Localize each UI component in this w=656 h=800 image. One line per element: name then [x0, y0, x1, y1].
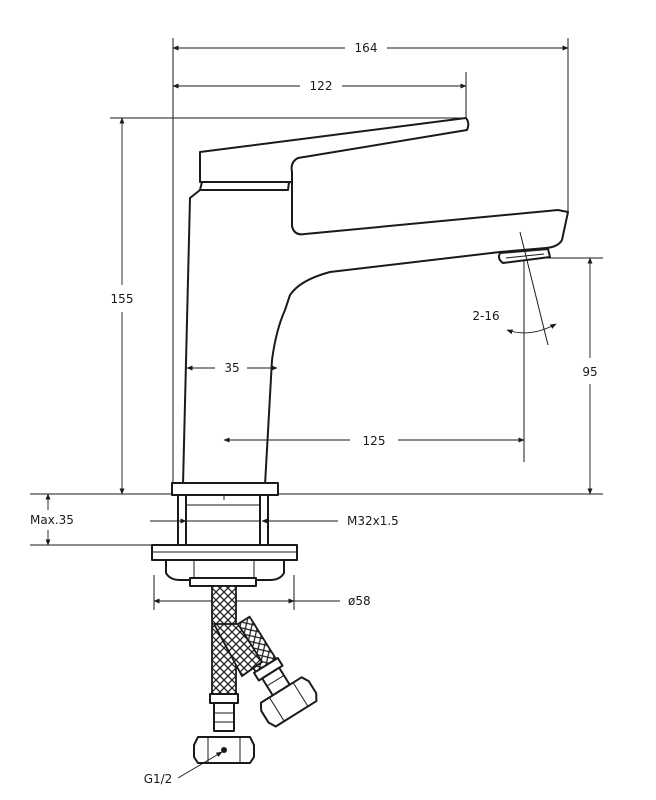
dim-spout-height: 95: [582, 365, 597, 379]
dim-overall-width: 164: [355, 41, 378, 55]
dim-base-diameter: ø58: [348, 594, 371, 608]
supply-hoses: [193, 585, 318, 764]
lever-handle: [199, 117, 470, 183]
faucet: [171, 117, 569, 496]
dim-thread: M32x1.5: [347, 514, 399, 528]
dim-body-width: 35: [224, 361, 239, 375]
dim-aerator-tilt: 2-16: [472, 309, 499, 323]
dim-spout-reach: 125: [363, 434, 386, 448]
spout: [182, 181, 569, 486]
dim-hose-thread: G1/2: [144, 772, 173, 786]
mounting-hardware: [151, 494, 298, 587]
dimension-lines: [45, 45, 593, 779]
dim-max-deck: Max.35: [30, 513, 74, 527]
handle-collar: [199, 181, 290, 191]
extension-lines: [30, 38, 603, 610]
base-ring: [171, 482, 279, 496]
dim-lever-length: 122: [310, 79, 333, 93]
dimension-labels: 164 122 155 35 125 2-16 95 Max.35 M32x1.…: [30, 41, 598, 786]
dim-height: 155: [111, 292, 134, 306]
